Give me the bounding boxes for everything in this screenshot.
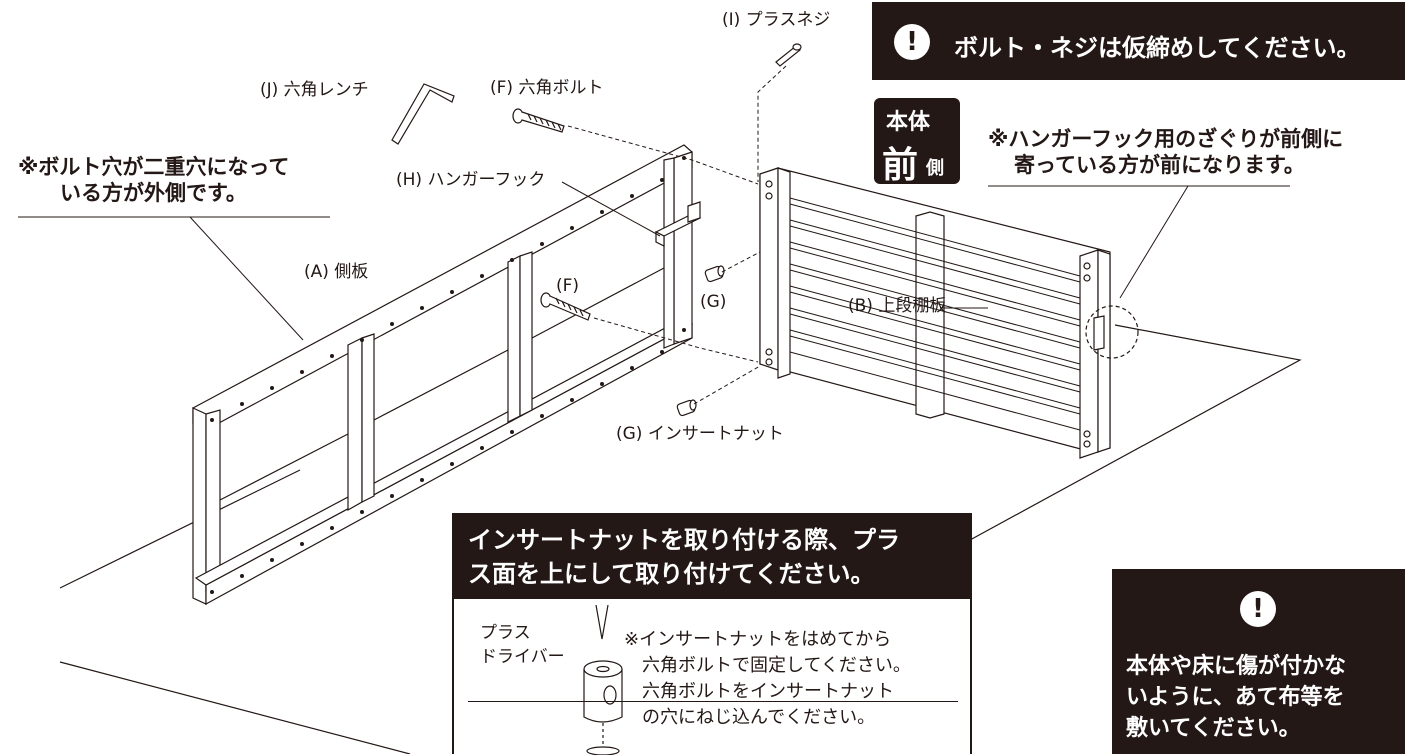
label-insert-nut-g: (G) (700, 292, 727, 312)
insert-title-line-2: ス面を上にして取り付けてください。 (468, 560, 875, 588)
floor-outline (59, 324, 1302, 754)
insert-note-line-2: 六角ボルトで固定してください。 (624, 655, 911, 676)
top-shelf-b (759, 167, 1111, 459)
bolt-f-mid (540, 292, 591, 321)
warning-bottom-text: 本体や床に傷が付かな いように、あて布等を 敷いてください。 (1126, 651, 1346, 744)
screw-i (775, 43, 802, 67)
note-bolt-hole-line-1: ※ボルト穴が二重穴になって (18, 155, 290, 179)
bolt-f-top (512, 108, 565, 133)
insert-nut-top (583, 660, 623, 678)
badge-top-text: 本体 (886, 110, 931, 135)
warning-bottom-line-2: いように、あて布等を (1126, 685, 1345, 710)
note-bolt-hole: ※ボルト穴が二重穴になって いる方が外側です。 (18, 154, 289, 206)
insert-note-line-4: の穴にねじ込んでください。 (624, 707, 876, 728)
insert-nut-g-lower (676, 399, 697, 417)
label-hanger-hook-h: (H) ハンガーフック (396, 170, 546, 190)
floor-line (468, 701, 958, 702)
hanger-hook-h (654, 201, 702, 247)
insert-box-title: インサートナットを取り付ける際、プラ ス面を上にして取り付けてください。 (454, 515, 970, 599)
exclamation-icon: ! (1240, 591, 1276, 627)
note-front-side: ※ハンガーフック用のざぐりが前側に 寄っている方が前になります。 (988, 126, 1343, 178)
insert-note-line-1: ※インサートナットをはめてから (624, 629, 892, 650)
screwdriver-tip (595, 605, 609, 640)
warning-bottom-line-1: 本体や床に傷が付かな (1126, 654, 1347, 679)
screwdriver-label-2: ドライバー (480, 647, 565, 667)
insert-note-line-3: 六角ボルトをインサートナット (624, 681, 894, 702)
insert-title-line-1: インサートナットを取り付ける際、プラ (468, 526, 900, 554)
counterbore-highlight (1085, 305, 1139, 359)
label-side-panel-a: (A) 側板 (304, 262, 369, 282)
warning-banner-bottom: ! 本体や床に傷が付かな いように、あて布等を 敷いてください。 (1112, 569, 1405, 754)
label-insert-nut-g-full: (G) インサートナット (616, 424, 784, 444)
note-front-side-line-1: ※ハンガーフック用のざぐりが前側に (988, 127, 1344, 151)
label-hex-bolt-f: (F) 六角ボルト (490, 78, 604, 98)
hex-wrench-j (391, 83, 455, 145)
note-front-side-line-2: 寄っている方が前になります。 (1014, 153, 1305, 177)
insert-nut-detail-drawing (583, 605, 623, 755)
warning-top-text: ボルト・ネジは仮締めしてください。 (954, 34, 1361, 62)
insert-nut-g-upper (704, 265, 725, 283)
label-hex-wrench-j: (J) 六角レンチ (260, 80, 369, 100)
insert-note: ※インサートナットをはめてから 六角ボルトで固定してください。 六角ボルトをイン… (624, 627, 911, 731)
label-screw-i: (I) プラスネジ (722, 10, 831, 30)
label-top-shelf-b: (B) 上段棚板 (848, 296, 947, 316)
front-side-badge: 本体 前 側 (874, 98, 960, 186)
insert-nut-instruction-box: インサートナットを取り付ける際、プラ ス面を上にして取り付けてください。 プラス… (452, 513, 972, 755)
badge-small-text: 側 (926, 158, 944, 179)
note-bolt-hole-line-2: いる方が外側です。 (60, 181, 247, 205)
insert-nut-mark (603, 685, 617, 705)
screwdriver-label-1: プラス (480, 623, 531, 643)
insert-nut-body (583, 669, 623, 723)
side-panel-a (192, 144, 694, 606)
badge-big-text: 前 (882, 145, 919, 186)
warning-banner-top: ! ボルト・ネジは仮締めしてください。 (872, 2, 1405, 80)
exclamation-icon: ! (894, 24, 930, 60)
warning-bottom-line-3: 敷いてください。 (1126, 716, 1301, 741)
label-bolt-f: (F) (556, 276, 580, 296)
